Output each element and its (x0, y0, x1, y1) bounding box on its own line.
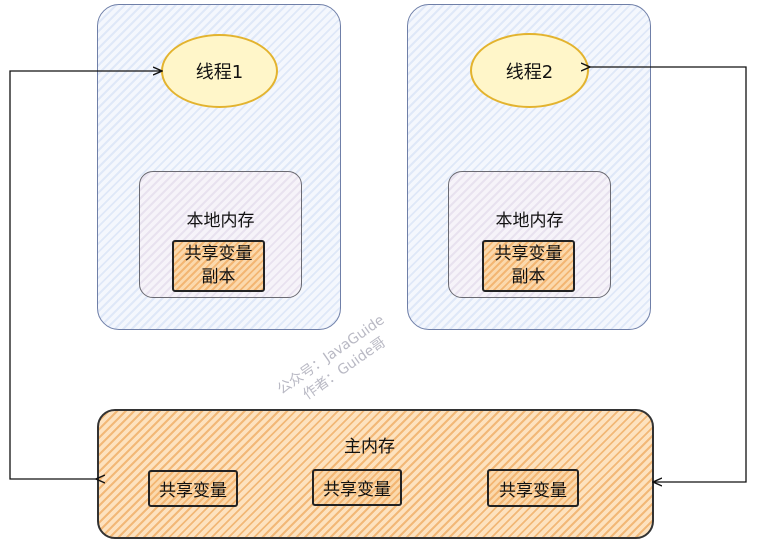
main-variable-1-label: 共享变量 (159, 481, 227, 501)
thread2-variable-copy: 共享变量 副本 (482, 240, 575, 292)
thread2-local-memory-label: 本地内存 (495, 211, 564, 231)
main-variable-3: 共享变量 (487, 469, 579, 507)
main-variable-2-label: 共享变量 (323, 480, 391, 500)
thread2-label: 线程2 (505, 61, 554, 83)
main-memory-label: 主内存 (344, 437, 395, 457)
thread1-copy-line2: 副本 (201, 267, 236, 287)
left-connector (9, 71, 161, 479)
main-variable-2: 共享变量 (312, 469, 402, 506)
right-connector (589, 67, 747, 482)
main-variable-1: 共享变量 (148, 470, 238, 507)
thread1-local-memory-label: 本地内存 (186, 211, 255, 231)
thread1-oval: 线程1 (161, 34, 278, 108)
thread1-label: 线程1 (195, 62, 244, 83)
thread1-variable-copy: 共享变量 副本 (172, 240, 265, 292)
thread2-copy-line2: 副本 (511, 267, 546, 287)
thread2-oval: 线程2 (470, 33, 589, 108)
thread2-copy-line1: 共享变量 (494, 244, 563, 264)
thread1-copy-line1: 共享变量 (184, 244, 253, 264)
main-variable-3-label: 共享变量 (499, 480, 567, 501)
